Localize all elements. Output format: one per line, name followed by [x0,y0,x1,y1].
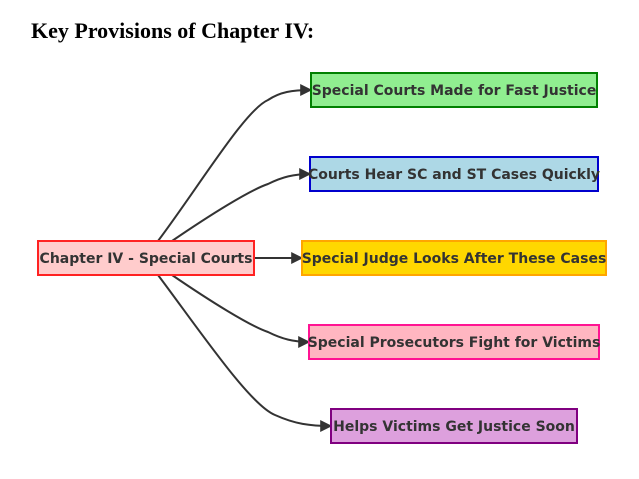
node-2-box [309,156,599,192]
node-chapter-iv-special-courts: Chapter IV - Special Courts [37,240,255,276]
edge-to-node-1 [157,84,313,242]
node-4-label: Special Prosecutors Fight for Victims [308,335,601,351]
node-special-judge-cases: Special Judge Looks After These Cases [301,240,607,276]
edge-to-node-5 [157,274,333,432]
node-special-prosecutors: Special Prosecutors Fight for Victims [308,324,601,360]
node-root-box [37,240,255,276]
edge-to-node-2 [171,168,312,242]
node-helps-victims-justice: Helps Victims Get Justice Soon [330,408,578,444]
node-1-box [310,72,598,108]
node-4-box [308,324,600,360]
edge-to-node-4 [171,274,311,348]
node-special-courts-fast-justice: Special Courts Made for Fast Justice [310,72,598,108]
node-root-label: Chapter IV - Special Courts [40,251,253,267]
page-title: Key Provisions of Chapter IV: [31,18,315,43]
node-courts-hear-sc-st-cases: Courts Hear SC and ST Cases Quickly [308,156,600,192]
edges [157,84,333,432]
node-2-label: Courts Hear SC and ST Cases Quickly [308,167,600,183]
node-3-box [301,240,607,276]
node-5-box [330,408,578,444]
node-1-label: Special Courts Made for Fast Justice [312,83,597,99]
node-5-label: Helps Victims Get Justice Soon [333,419,575,435]
node-3-label: Special Judge Looks After These Cases [302,251,607,267]
